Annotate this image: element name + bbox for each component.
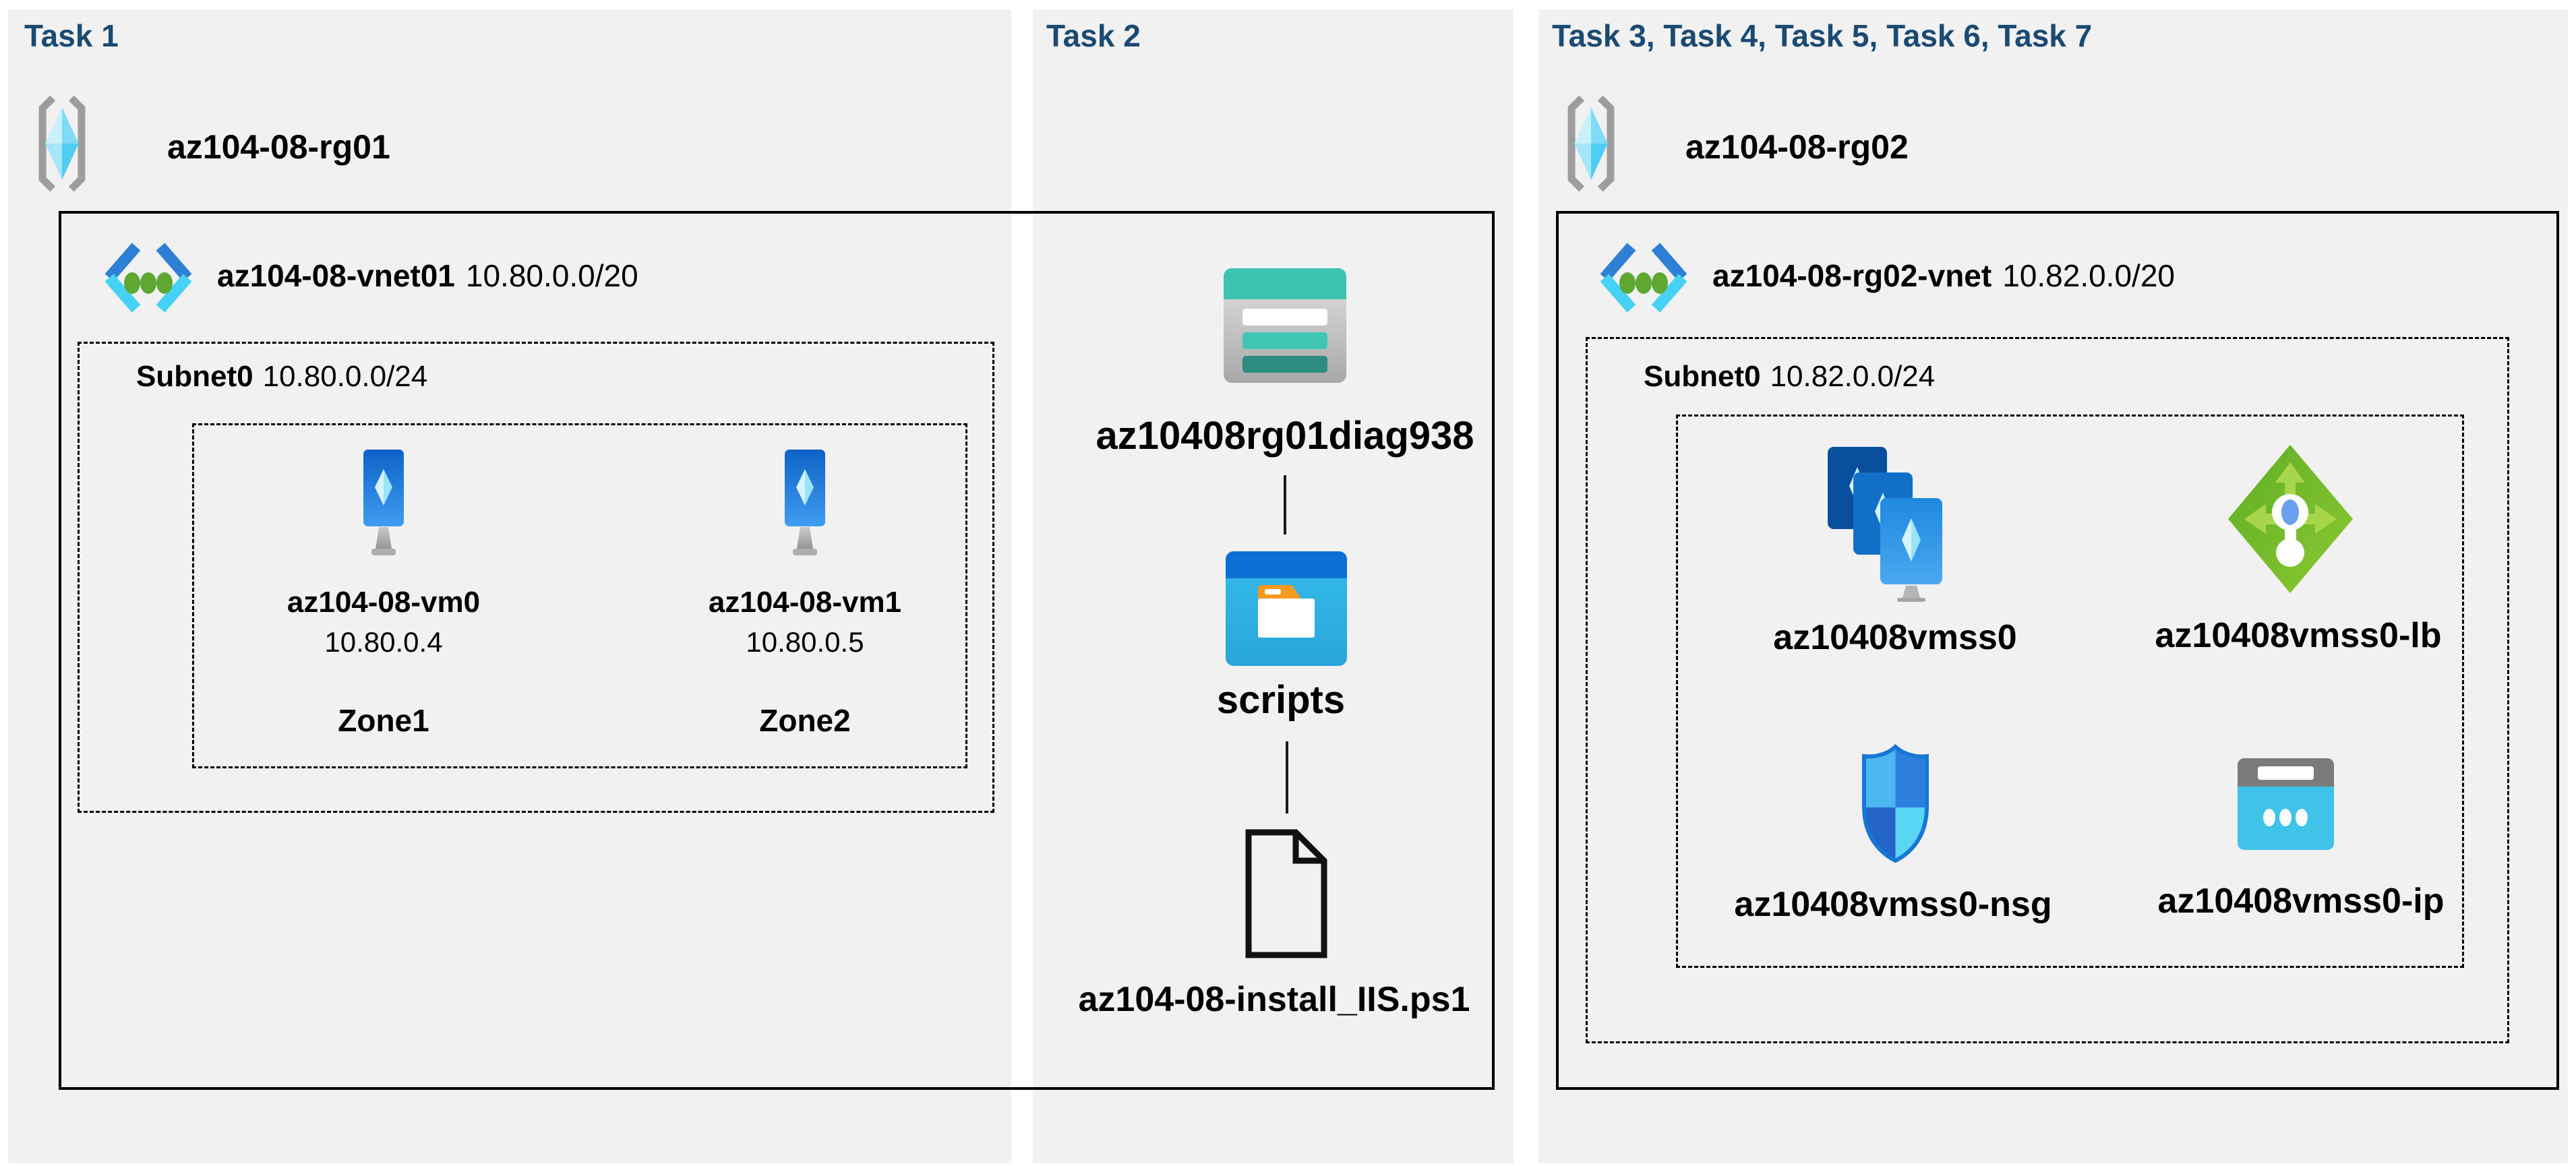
- vm0-ip: 10.80.0.4: [324, 626, 443, 658]
- rg02-label: az104-08-rg02: [1685, 128, 1909, 166]
- load-balancer-icon: [2228, 445, 2353, 593]
- rg02-boundary-box: [1556, 211, 2559, 1090]
- subnet0-box-task3: [1586, 337, 2509, 1043]
- task1-panel: [8, 9, 1011, 1163]
- subnet0-box-task1: [78, 342, 994, 813]
- virtual-machine-icon: [363, 450, 404, 555]
- resources-box-task3: [1676, 415, 2464, 968]
- storage-account-icon: [1224, 268, 1346, 383]
- vm0-zone: Zone1: [338, 703, 429, 738]
- rg01-label: az104-08-rg01: [167, 128, 390, 166]
- vnet1-cidr: 10.80.0.0/20: [465, 258, 638, 293]
- connector-storage-folder: [1284, 475, 1286, 534]
- vm1-name: az104-08-vm1: [708, 586, 902, 619]
- vm-scale-set-icon: [1828, 447, 1942, 602]
- script-file-label: az104-08-install_IIS.ps1: [1078, 980, 1470, 1019]
- task1-title: Task 1: [24, 18, 119, 53]
- vnet2-name: az104-08-rg02-vnet: [1712, 258, 1992, 293]
- network-security-group-icon: [1862, 743, 1929, 863]
- file-icon: [1245, 829, 1327, 958]
- public-ip-icon: [2238, 758, 2334, 850]
- vnet1-label: az104-08-vnet01 10.80.0.0/20: [217, 257, 638, 294]
- vmss-label: az10408vmss0: [1773, 618, 2017, 657]
- vnet2-cidr: 10.82.0.0/20: [2002, 258, 2175, 293]
- storage-account-label: az10408rg01diag938: [1096, 414, 1474, 458]
- rg01-boundary-box: [59, 211, 1495, 1090]
- resource-group-icon: [1567, 95, 1615, 192]
- nsg-label: az10408vmss0-nsg: [1734, 885, 2052, 924]
- folder-label: scripts: [1216, 678, 1346, 722]
- zones-box-task1: [192, 423, 967, 768]
- load-balancer-label: az10408vmss0-lb: [2155, 616, 2442, 655]
- vm1-ip: 10.80.0.5: [746, 626, 864, 658]
- vnet2-label: az104-08-rg02-vnet 10.82.0.0/20: [1712, 257, 2175, 294]
- task2-title: Task 2: [1046, 18, 1141, 53]
- task3-title: Task 3, Task 4, Task 5, Task 6, Task 7: [1552, 18, 2093, 53]
- vm0-name: az104-08-vm0: [287, 586, 481, 619]
- connector-folder-file: [1286, 741, 1288, 814]
- public-ip-label: az10408vmss0-ip: [2157, 882, 2445, 921]
- vnet1-name: az104-08-vnet01: [217, 258, 455, 293]
- virtual-network-icon: [104, 243, 192, 313]
- virtual-network-icon: [1600, 243, 1687, 313]
- resource-group-icon: [38, 95, 86, 192]
- folder-icon: [1226, 551, 1347, 666]
- vm1-zone: Zone2: [759, 703, 851, 738]
- task3-panel: [1538, 9, 2568, 1163]
- virtual-machine-icon: [785, 450, 825, 555]
